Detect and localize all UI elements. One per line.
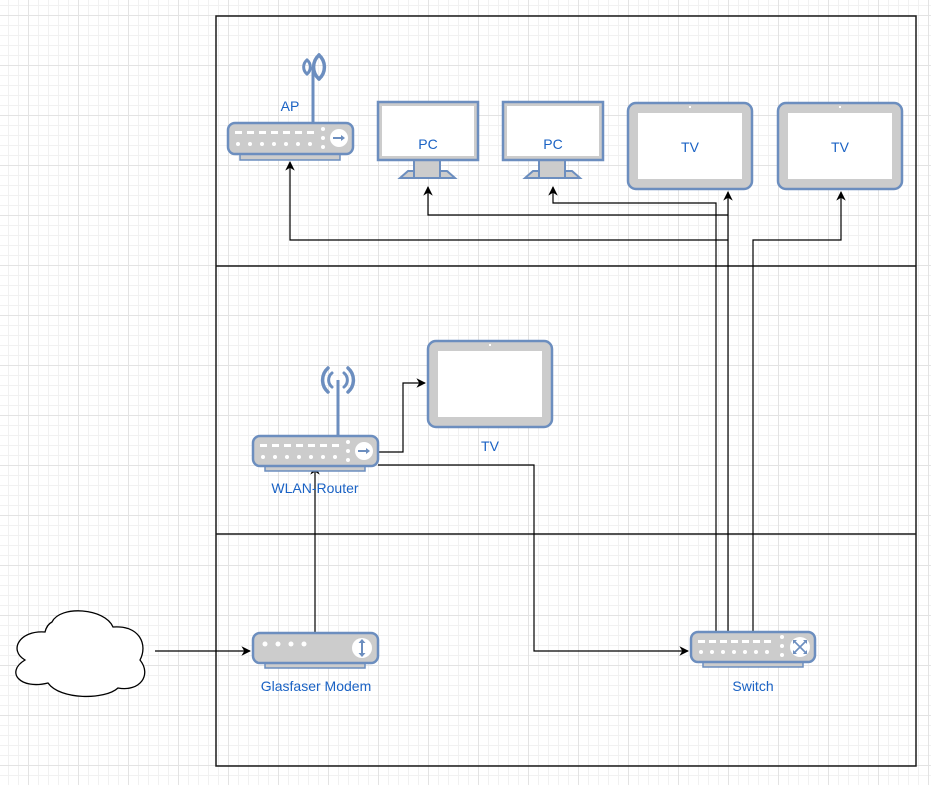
edge-switch-pc2[interactable]	[548, 186, 717, 631]
modem-label: Glasfaser Modem	[261, 678, 371, 694]
wifi-signal-icon	[320, 366, 356, 394]
building-frame	[215, 15, 917, 767]
modem-icon	[251, 631, 380, 669]
ap-label: AP	[281, 98, 300, 114]
wireless-router-icon	[226, 53, 355, 161]
connections	[155, 161, 846, 656]
monitor-icon	[501, 100, 605, 179]
switch-icon	[689, 630, 817, 668]
tablet-tv-icon	[426, 339, 554, 429]
crossed-arrows-icon	[793, 640, 807, 654]
tablet-tv-icon	[626, 101, 754, 191]
switch-label: Switch	[732, 678, 773, 694]
device-modem[interactable]: Glasfaser Modem	[251, 631, 380, 694]
device-wlan-router[interactable]: WLAN-Router	[251, 366, 380, 496]
tablet-tv-icon	[776, 101, 904, 191]
edge-router-switch[interactable]	[378, 464, 689, 656]
internet-cloud[interactable]	[15, 610, 146, 698]
device-tv-3[interactable]: TV	[426, 339, 554, 454]
device-tv-2[interactable]: TV	[776, 101, 904, 191]
tv-3-label: TV	[481, 438, 500, 454]
edge-router-tv3[interactable]	[378, 378, 426, 453]
pc-1-label: PC	[418, 136, 437, 152]
tv-1-label: TV	[681, 139, 700, 155]
edge-switch-ap[interactable]	[285, 161, 728, 241]
edge-switch-pc1[interactable]	[423, 186, 728, 216]
device-tv-1[interactable]: TV	[626, 101, 754, 191]
edge-switch-tv2[interactable]	[752, 191, 846, 631]
device-ap[interactable]: AP	[226, 53, 355, 161]
device-pc-1[interactable]: PC	[376, 100, 480, 179]
wireless-router-icon	[251, 366, 380, 472]
wifi-signal-icon	[302, 53, 327, 81]
up-down-arrow-icon	[358, 639, 366, 657]
tv-2-label: TV	[831, 139, 850, 155]
wlan-router-label: WLAN-Router	[271, 480, 358, 496]
arrow-right-icon	[358, 448, 370, 454]
cloud-icon	[15, 610, 146, 698]
device-switch[interactable]: Switch	[689, 630, 817, 694]
monitor-icon	[376, 100, 480, 179]
device-pc-2[interactable]: PC	[501, 100, 605, 179]
arrow-right-icon	[333, 135, 345, 141]
pc-2-label: PC	[543, 136, 562, 152]
